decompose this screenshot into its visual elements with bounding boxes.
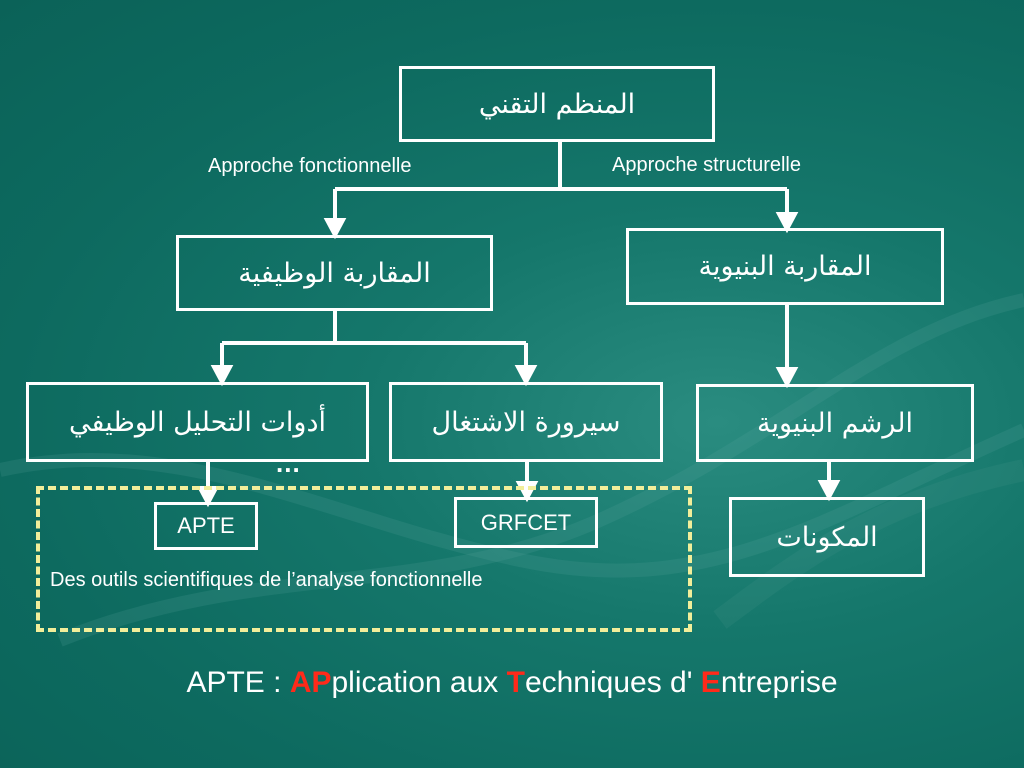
apte-definition: APTE : APplication aux Techniques d' Ent… [0, 666, 1024, 700]
apte-node: APTE [154, 502, 258, 550]
functional-analysis-tools-label: أدوات التحليل الوظيفي [69, 406, 326, 438]
apte-definition-ap-rest: plication aux [331, 666, 507, 699]
background-swooshes [0, 293, 1024, 647]
apte-definition-e-rest: ntreprise [720, 666, 838, 699]
apte-definition-e: E [700, 666, 721, 699]
structural-approach-label: المقاربة البنيوية [698, 251, 872, 282]
structural-drawing-label: الرشم البنيوية [757, 407, 913, 439]
functional-approach-node: المقاربة الوظيفية [176, 235, 493, 311]
tools-caption: Des outils scientifiques de l’analyse fo… [50, 569, 483, 591]
structural-drawing-node: الرشم البنيوية [696, 384, 974, 462]
operation-process-label: سيرورة الاشتغال [431, 406, 621, 438]
grafcet-node: GRFCET [454, 497, 598, 548]
root-node-label: المنظم التقني [478, 88, 636, 120]
right-approach-label: Approche structurelle [612, 154, 801, 176]
components-node: المكونات [729, 497, 925, 577]
root-node: المنظم التقني [399, 66, 715, 142]
apte-definition-t-rest: echniques d' [524, 666, 701, 699]
apte-definition-t: T [506, 666, 525, 699]
functional-approach-label: المقاربة الوظيفية [238, 257, 431, 289]
ellipsis-marker: ... [276, 448, 301, 478]
components-label: المكونات [776, 521, 878, 553]
left-approach-label: Approche fonctionnelle [208, 155, 412, 177]
grafcet-label: GRFCET [480, 509, 572, 535]
tools-dashed-frame [36, 486, 692, 632]
functional-analysis-tools-node: أدوات التحليل الوظيفي [26, 382, 369, 462]
apte-definition-prefix: APTE : [186, 666, 290, 699]
structural-approach-node: المقاربة البنيوية [626, 228, 944, 305]
operation-process-node: سيرورة الاشتغال [389, 382, 663, 462]
connector-lines [196, 141, 841, 508]
apte-definition-ap: AP [289, 666, 332, 699]
apte-label: APTE [177, 513, 235, 538]
